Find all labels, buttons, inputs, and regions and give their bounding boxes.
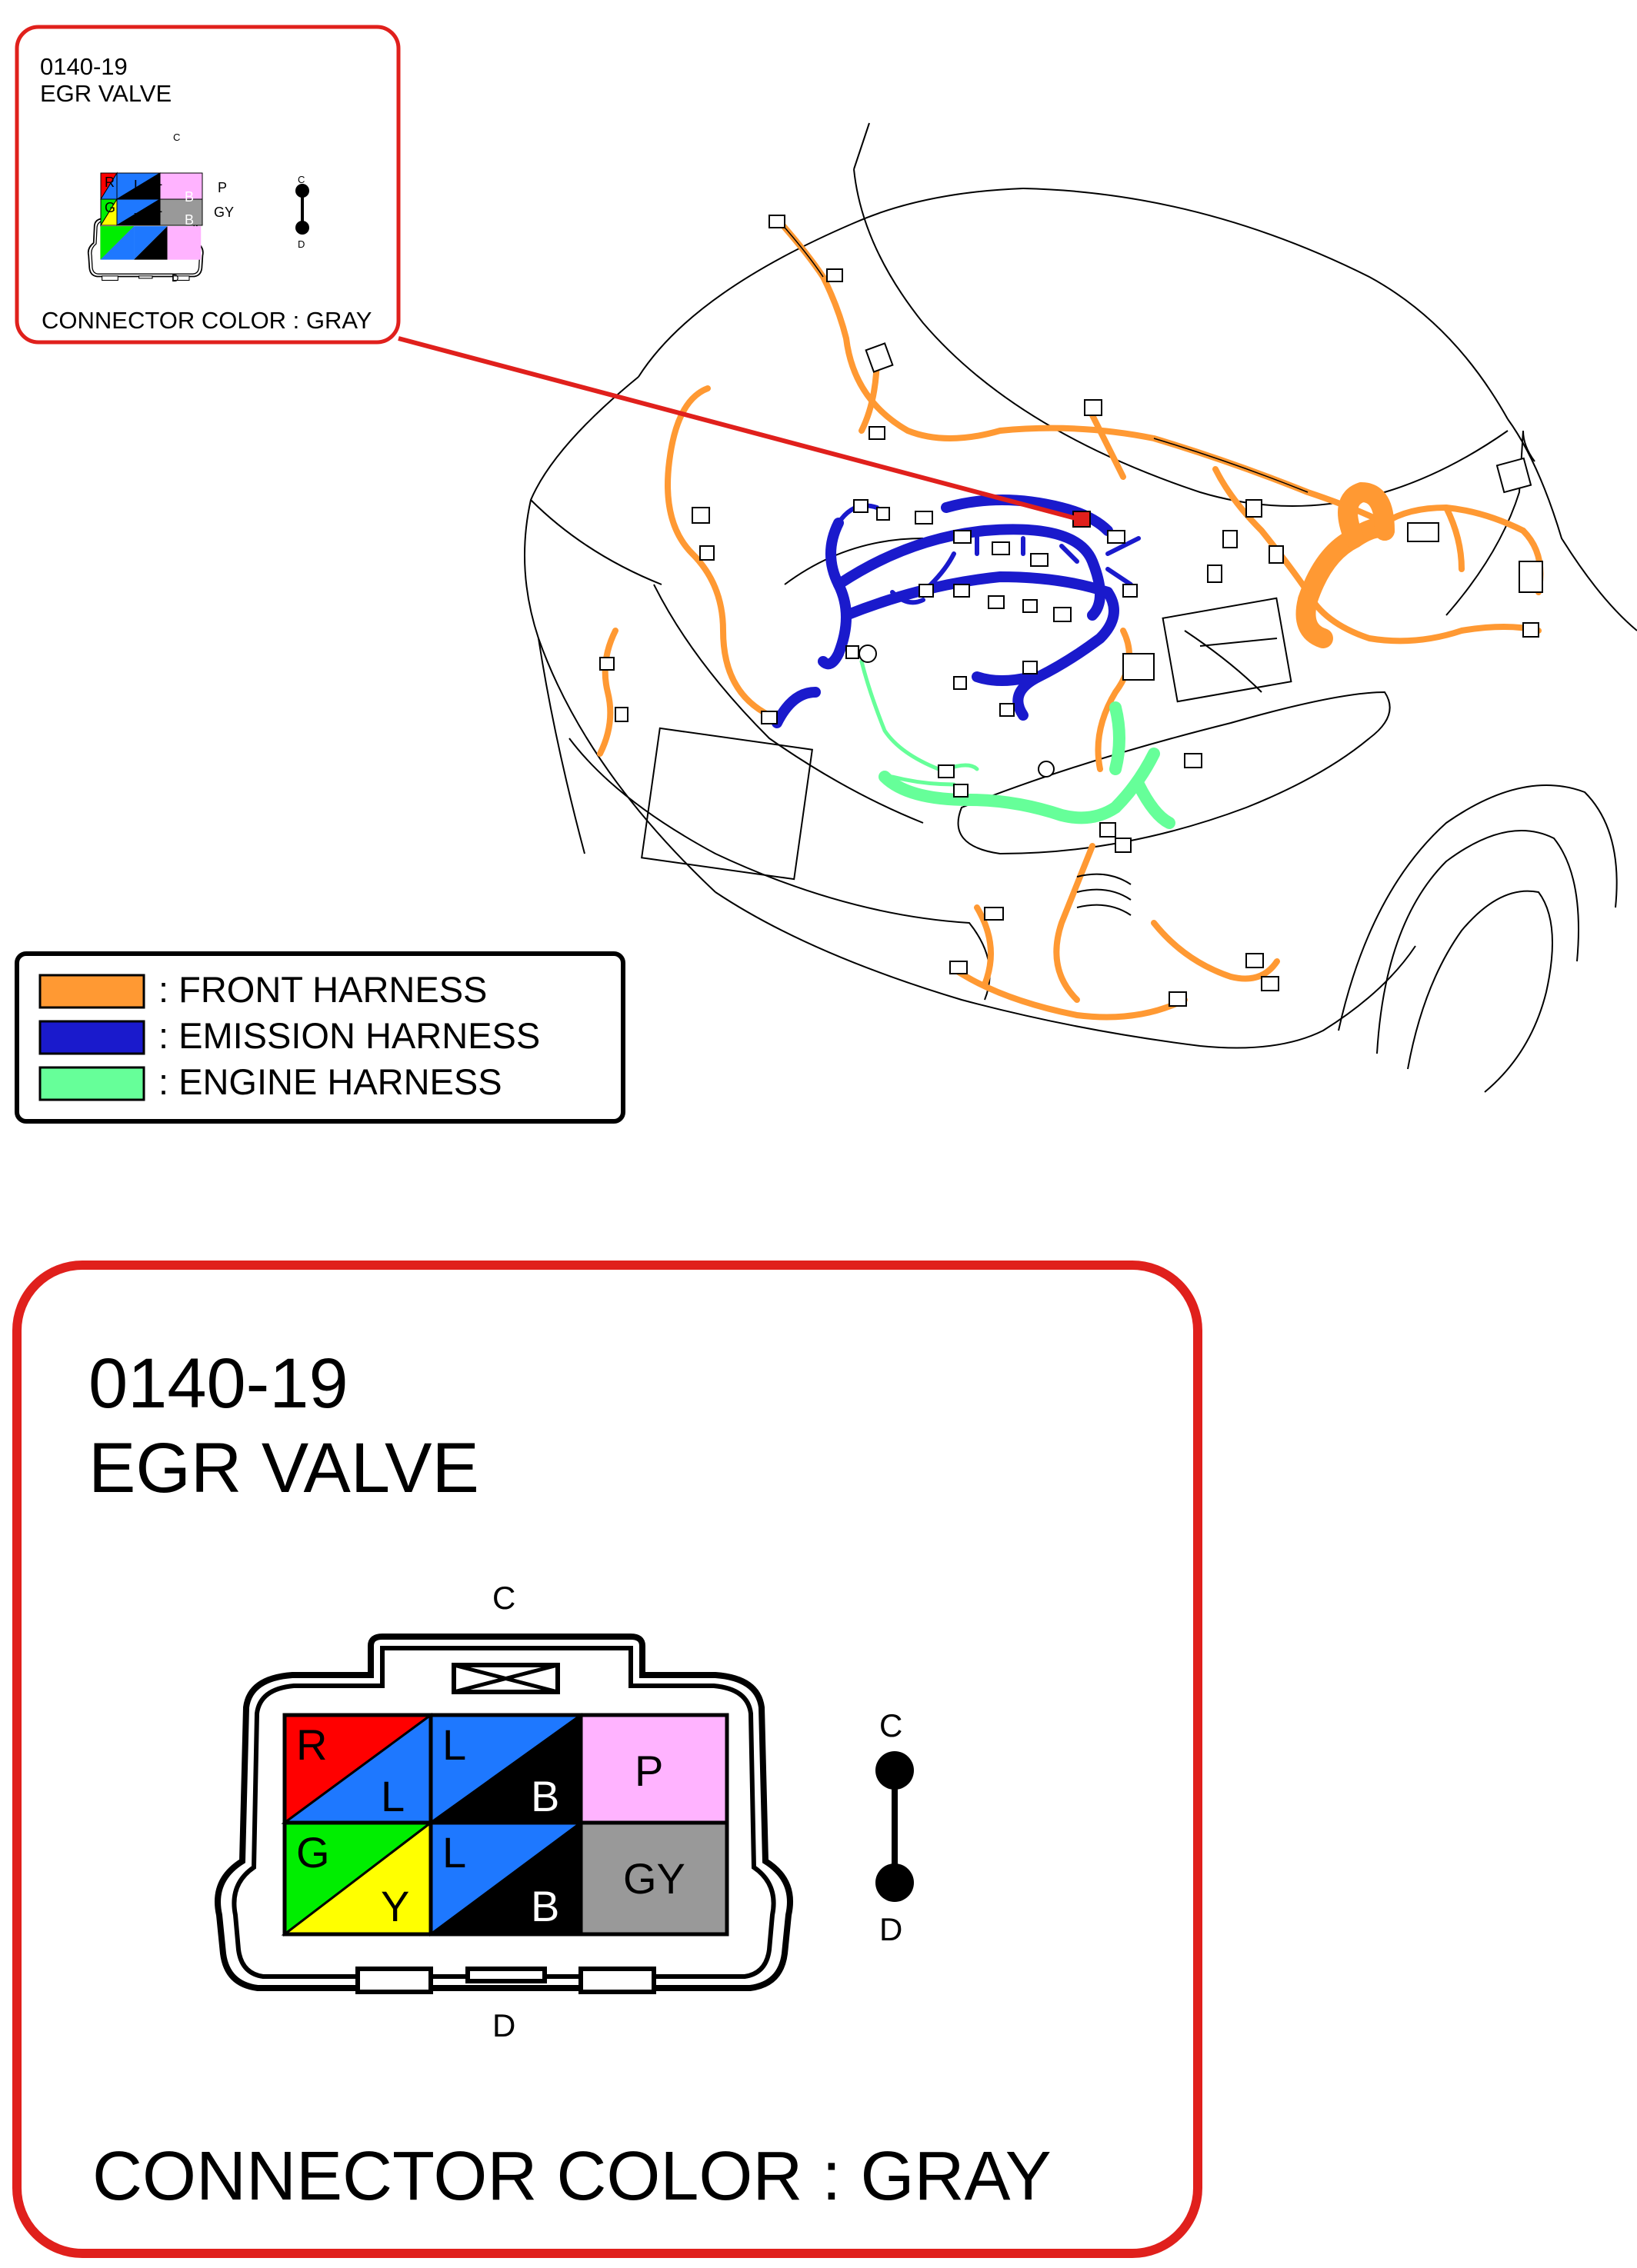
small-pin-5-top: L	[155, 200, 162, 215]
legend-label-engine: : ENGINE HARNESS	[158, 1061, 502, 1102]
large-connector-name: EGR VALVE	[88, 1429, 479, 1507]
small-pin-3: P	[218, 180, 227, 195]
pin-2-top-label: L	[442, 1720, 466, 1769]
car-outline	[524, 122, 1637, 1093]
large-circuit-symbol: C D	[875, 1707, 914, 1947]
small-pin-6: GY	[214, 205, 234, 220]
large-connector-code: 0140-19	[88, 1344, 348, 1423]
small-callout-box: 0140-19 EGR VALVE R L L B P	[15, 25, 401, 345]
small-pin-4-bottom: Y	[134, 211, 143, 226]
pin-4-bottom-label: Y	[381, 1882, 409, 1930]
pin-1-bottom-label: L	[381, 1772, 405, 1820]
pin-3-label: P	[635, 1747, 663, 1795]
small-pin-2-top: L	[155, 173, 162, 188]
large-circuit-top: C	[879, 1707, 902, 1743]
large-circuit-bottom: D	[879, 1911, 902, 1947]
small-connector-face	[87, 211, 204, 281]
callout-leader-line	[398, 336, 1082, 522]
small-key-bottom: D	[172, 272, 178, 284]
pin-4-top-label: G	[296, 1828, 330, 1877]
small-pin-4-top: G	[105, 200, 115, 215]
small-pin-1-bottom: L	[134, 178, 142, 193]
large-key-bottom: D	[492, 2007, 515, 2043]
large-connector-pins: R L L B P G Y L B GY	[281, 1713, 729, 1937]
legend-swatch-emission	[38, 1020, 145, 1055]
pin-6-label: GY	[623, 1854, 685, 1903]
legend-label-front: : FRONT HARNESS	[158, 969, 487, 1010]
pin-1-top-label: R	[296, 1720, 327, 1769]
circuit-node-d	[875, 1863, 914, 1902]
small-circuit-node-d	[295, 221, 309, 235]
harness-legend: : FRONT HARNESS : EMISSION HARNESS : ENG…	[15, 951, 625, 1124]
front-harness-wires	[780, 222, 1309, 493]
small-pin-5-bottom: B	[185, 212, 194, 228]
legend-label-emission: : EMISSION HARNESS	[158, 1015, 540, 1056]
pin-5-top-label: L	[442, 1828, 466, 1877]
engine-harness	[879, 701, 1175, 829]
small-pin-2-bottom: B	[185, 189, 194, 205]
small-connector-code: 0140-19	[40, 53, 128, 80]
small-key-top: C	[173, 132, 180, 143]
small-pin-1-top: R	[105, 175, 115, 190]
small-circuit-bottom: D	[298, 238, 305, 250]
small-circuit-top: C	[298, 174, 305, 185]
emission-harness	[772, 495, 1119, 728]
large-callout-box: 0140-19 EGR VALVE R	[12, 1261, 1202, 2258]
small-connector-name: EGR VALVE	[40, 80, 172, 107]
legend-swatch-front	[38, 974, 145, 1009]
large-key-top: C	[492, 1580, 515, 1616]
front-harness-thick	[1295, 481, 1395, 648]
harness-connectors	[599, 215, 1543, 1007]
pin-2-bottom-label: B	[531, 1772, 559, 1820]
small-connector-color: CONNECTOR COLOR : GRAY	[42, 307, 372, 334]
legend-swatch-engine	[38, 1066, 145, 1101]
pin-5-bottom-label: B	[531, 1882, 559, 1930]
small-connector-grid: R L L B P G Y L B GY	[100, 172, 234, 228]
large-connector-color: CONNECTOR COLOR : GRAY	[92, 2138, 1052, 2215]
